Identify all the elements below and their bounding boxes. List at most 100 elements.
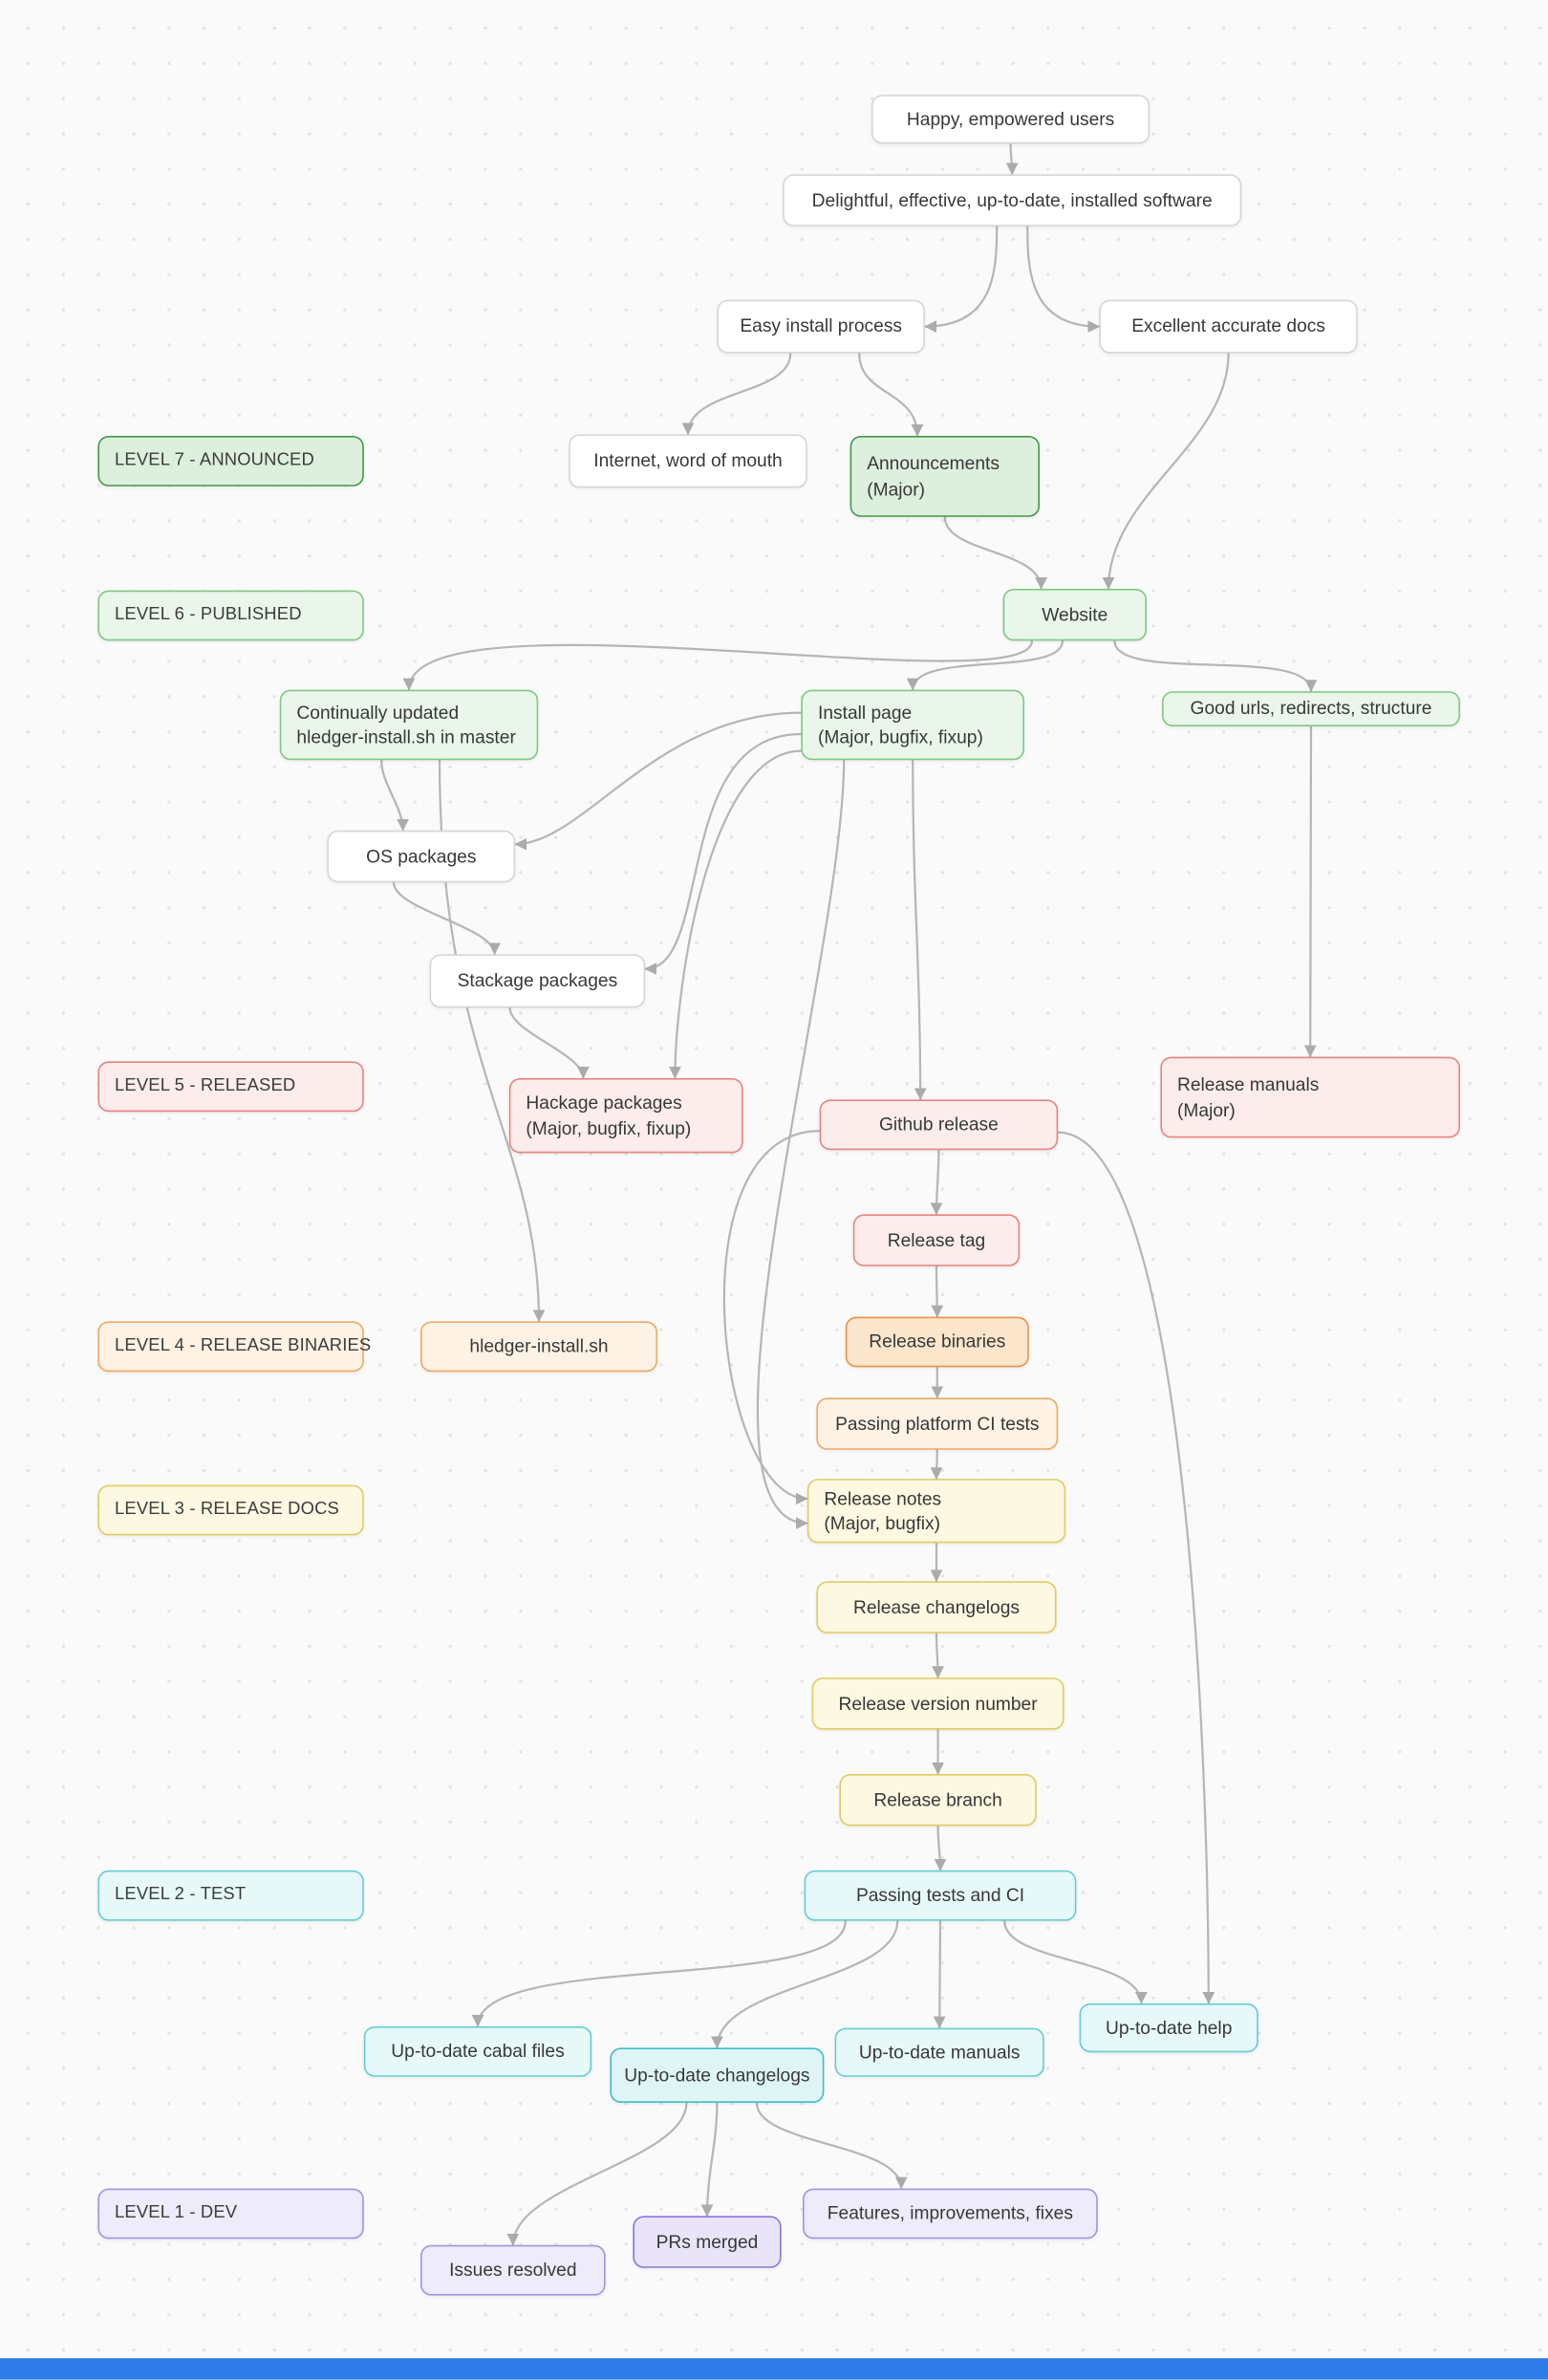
edge-announcements-to-website: [943, 515, 1047, 591]
node-releasechangelogs: Release changelogs: [816, 1581, 1057, 1634]
node-level7: LEVEL 7 - ANNOUNCED: [97, 436, 364, 487]
node-hackage-label: Hackage packages: [526, 1093, 682, 1114]
node-easy-label: Easy install process: [740, 315, 903, 337]
node-utdhelp: Up-to-date help: [1079, 2003, 1258, 2053]
node-utdmanuals: Up-to-date manuals: [834, 2027, 1044, 2077]
node-releasetag-label: Release tag: [887, 1229, 986, 1251]
edge-installpage-to-githubrelease: [912, 759, 927, 1101]
node-level4-label: LEVEL 4 - RELEASE BINARIES: [115, 1336, 372, 1355]
node-releasemanuals: Release manuals(Major): [1160, 1056, 1460, 1138]
edge-happy-to-delightful: [1005, 142, 1019, 176]
edge-passingtests-to-utdmanuals: [933, 1919, 946, 2029]
node-utdchangelogs: Up-to-date changelogs: [610, 2047, 825, 2103]
bottom-bar: [0, 2358, 1548, 2380]
node-installpage-label: Install page: [818, 702, 913, 724]
node-level7-label: LEVEL 7 - ANNOUNCED: [115, 450, 314, 469]
node-level6: LEVEL 6 - PUBLISHED: [97, 590, 364, 641]
node-happy-label: Happy, empowered users: [906, 108, 1115, 130]
node-features: Features, improvements, fixes: [803, 2188, 1098, 2239]
edge-goodurls-to-releasemanuals: [1303, 725, 1317, 1058]
node-cabalfiles: Up-to-date cabal files: [363, 2026, 592, 2077]
edge-passingtests-to-cabalfiles: [471, 1919, 847, 2028]
edge-passingtests-to-utdchangelogs: [711, 1919, 899, 2049]
node-passingtests-label: Passing tests and CI: [855, 1884, 1025, 1907]
node-level3: LEVEL 3 - RELEASE DOCS: [97, 1484, 364, 1536]
node-hledgerinstall-label: hledger-install.sh: [469, 1335, 609, 1357]
node-stackage-label: Stackage packages: [457, 970, 618, 992]
edge-githubrelease-to-releasetag: [930, 1149, 943, 1216]
node-excellent-label: Excellent accurate docs: [1131, 315, 1325, 337]
node-announcements-label: Announcements: [867, 453, 1000, 475]
node-issues: Issues resolved: [420, 2244, 606, 2296]
node-utdhelp-label: Up-to-date help: [1106, 2017, 1233, 2039]
node-level2-label: LEVEL 2 - TEST: [115, 1885, 247, 1904]
node-passingplatform: Passing platform CI tests: [816, 1397, 1059, 1450]
edge-easy-to-announcements: [858, 352, 924, 438]
node-stackage: Stackage packages: [429, 954, 646, 1008]
edge-githubrelease-to-releasenotes: [722, 1130, 821, 1505]
node-releasebinaries-label: Release binaries: [869, 1331, 1006, 1353]
edge-releasechangelogs-to-releaseversion: [932, 1632, 944, 1679]
edge-delightful-to-easy: [923, 225, 999, 333]
edge-easy-to-internet: [681, 352, 792, 436]
edge-utdchangelogs-to-prs: [700, 2101, 719, 2218]
node-announcements: Announcements(Major): [849, 436, 1040, 517]
node-level6-label: LEVEL 6 - PUBLISHED: [115, 605, 302, 624]
node-goodurls: Good urls, redirects, structure: [1162, 691, 1460, 726]
node-utdmanuals-label: Up-to-date manuals: [858, 2041, 1021, 2064]
node-releasenotes-label: (Major, bugfix): [824, 1512, 941, 1534]
node-githubrelease-label: Github release: [878, 1114, 999, 1136]
edge-releasetag-to-releasebinaries: [931, 1265, 944, 1318]
node-level3-label: LEVEL 3 - RELEASE DOCS: [115, 1500, 339, 1519]
edge-delightful-to-excellent: [1026, 225, 1101, 333]
node-cabalfiles-label: Up-to-date cabal files: [391, 2041, 565, 2063]
edge-passingtests-to-utdhelp: [1003, 1919, 1148, 2005]
node-releasenotes: Release notes(Major, bugfix): [806, 1479, 1066, 1544]
edge-website-to-continually: [402, 639, 1034, 691]
node-level2: LEVEL 2 - TEST: [97, 1870, 364, 1921]
node-releaseversion: Release version number: [811, 1677, 1064, 1730]
node-releasetag: Release tag: [852, 1214, 1021, 1266]
node-releaseversion-label: Release version number: [838, 1693, 1038, 1715]
node-continually-label: hledger-install.sh in master: [296, 726, 516, 748]
edge-installpage-to-stackage: [644, 732, 803, 975]
node-ospackages-label: OS packages: [366, 845, 477, 868]
node-installpage-label: (Major, bugfix, fixup): [818, 726, 983, 748]
edge-installpage-to-hackage: [669, 749, 803, 1080]
edge-passingplatform-to-releasenotes: [930, 1448, 943, 1481]
node-level1: LEVEL 1 - DEV: [97, 2188, 364, 2239]
node-releasechangelogs-label: Release changelogs: [853, 1596, 1020, 1618]
node-continually-label: Continually updated: [296, 702, 460, 724]
node-ospackages: OS packages: [327, 830, 516, 883]
node-prs: PRs merged: [633, 2216, 782, 2268]
node-hledgerinstall: hledger-install.sh: [420, 1321, 657, 1373]
node-passingtests: Passing tests and CI: [804, 1870, 1077, 1921]
edge-utdchangelogs-to-issues: [506, 2101, 688, 2246]
edge-installpage-to-releasenotes: [756, 759, 846, 1529]
node-githubrelease: Github release: [819, 1099, 1059, 1151]
node-website-label: Website: [1042, 603, 1108, 626]
edge-releasebranch-to-passingtests: [934, 1825, 947, 1872]
node-hackage-label: (Major, bugfix, fixup): [526, 1116, 692, 1139]
node-issues-label: Issues resolved: [449, 2259, 577, 2282]
edge-website-to-installpage: [906, 639, 1064, 691]
node-delightful-label: Delightful, effective, up-to-date, insta…: [811, 189, 1213, 211]
edge-ospackages-to-stackage: [392, 881, 501, 956]
node-delightful: Delightful, effective, up-to-date, insta…: [783, 174, 1242, 227]
edge-githubrelease-to-utdhelp: [1057, 1131, 1215, 2005]
node-easy: Easy install process: [717, 299, 925, 354]
node-releasenotes-label: Release notes: [824, 1487, 942, 1510]
edge-continually-to-ospackages: [380, 759, 409, 832]
node-internet-label: Internet, word of mouth: [593, 450, 783, 472]
edge-stackage-to-hackage: [508, 1006, 590, 1080]
edge-installpage-to-ospackages: [514, 711, 803, 851]
node-utdchangelogs-label: Up-to-date changelogs: [624, 2064, 810, 2087]
node-level1-label: LEVEL 1 - DEV: [115, 2203, 238, 2222]
node-releasebranch: Release branch: [839, 1774, 1037, 1827]
node-website: Website: [1002, 589, 1147, 641]
node-releasebinaries: Release binaries: [845, 1316, 1029, 1368]
node-features-label: Features, improvements, fixes: [827, 2202, 1073, 2225]
